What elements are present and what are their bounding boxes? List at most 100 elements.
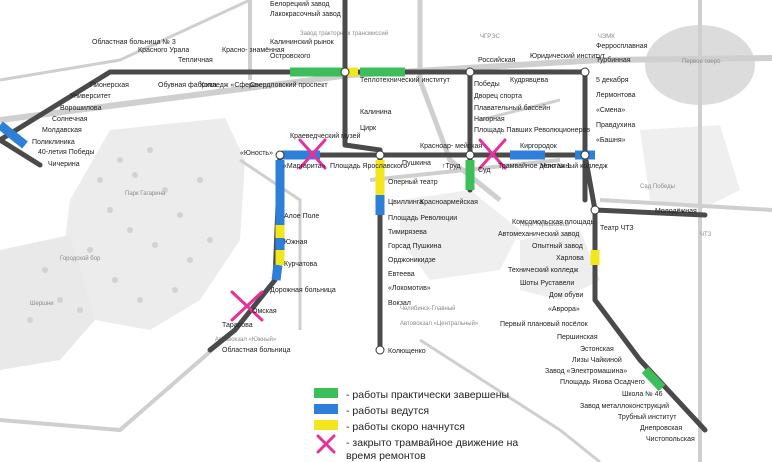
stop-ostrovskogo: Островского	[270, 53, 311, 60]
segment-in-progress	[0, 121, 28, 149]
label-vokzal-bus: Автовокзал «Центральный»	[400, 320, 479, 327]
stop-molodezhnaya: Молодёжная	[655, 208, 697, 215]
stop-elektromashina: Завод «Электромашина»	[545, 368, 627, 375]
stop-bashnya: «Башня»	[596, 137, 626, 144]
stop-ploshchad-yaroslavskogo: Площадь Ярославского	[330, 163, 407, 170]
stop-plavatelny: Плавательный бассейн	[474, 104, 550, 112]
stop-kirgorodok: Киргородок	[520, 143, 558, 150]
stop-krasnoznamennaya: Красно- знамённая	[222, 47, 285, 54]
stop-dvorets-sporta: Дворец спорта	[474, 93, 522, 100]
stop-voroshilova: Ворошилова	[60, 105, 102, 112]
stop-omskaya: Омская	[252, 308, 277, 315]
stop-tram-depo: Трамвайное депо № 1	[498, 162, 571, 170]
stop-lakokrasochny: Лакокрасочный завод	[270, 10, 341, 18]
stop-markers	[275, 67, 600, 355]
stop-evteeva: Евтеева	[388, 271, 415, 278]
stop-trubny: Трубный институт	[618, 413, 677, 421]
segment-in-progress	[271, 264, 283, 281]
stop-krasnoarmeyskaya-1: Красноар- мейская	[420, 142, 482, 150]
stop-opytny: Опытный завод	[532, 242, 583, 250]
closed-icon	[298, 138, 327, 170]
stop-lermontova: Лермонтова	[596, 92, 636, 99]
stop-dorozhnaya: Дорожная больница	[270, 286, 336, 294]
stop-teatr-chtz: Театр ЧТЗ	[600, 225, 634, 232]
stop-solnechnaya: Солнечная	[52, 116, 88, 123]
stop-tarasova: Тарасова	[222, 322, 253, 329]
stop-mariya: «Маргарита»	[283, 163, 326, 170]
stop-chicherina: Чичерина	[48, 161, 80, 168]
stop-pravdukhina: Правдухина	[596, 122, 635, 129]
stop-dneprovskaya: Днепровская	[640, 425, 682, 432]
park-gagarina-area	[60, 118, 245, 330]
label-chelyabinsk-glavny: Челябинск-Главный	[400, 305, 456, 312]
stop-belorechensky: Белорецкий завод	[270, 0, 330, 8]
stop-universitet: Университет	[70, 93, 112, 100]
stop-lizy-chaykinoy: Лизы Чайкиной	[572, 356, 622, 364]
stop-poliklinika: Поликлиника	[32, 139, 75, 146]
stop-ordzhonikidze: Орджоникидзе	[388, 257, 436, 264]
label-park-gagarina: Парк Гагарина	[125, 191, 166, 197]
closed-markers	[230, 138, 507, 322]
label-chtz: ЧТЗ	[700, 232, 712, 238]
stop-montazhny: Монтажный колледж	[540, 162, 608, 170]
stop-peronkovaya: Першинская	[557, 334, 598, 341]
legend-label-planned: - работы скоро начнутся	[346, 421, 465, 433]
stop-oblastnaya: Областная больница	[222, 346, 291, 354]
legend-label-done: - работы практически завершены	[346, 389, 509, 401]
stop-kolledzh-sfera: Колледж «Сфера»	[200, 82, 261, 89]
stop-lokomotiv: «Локомотив»	[388, 285, 431, 292]
closed-icon	[230, 290, 264, 322]
stop-gorsad: Горсад Пушкина	[388, 243, 442, 250]
stop-krasnoarmeyskaya-2: Красноармейская	[420, 198, 478, 206]
stop-sverdlovsky: Свердловский проспект	[250, 81, 328, 89]
stop-oblastnaya-3: Областная больница № 3	[92, 38, 176, 46]
stop-teplichnaya: Тепличная	[178, 57, 213, 64]
legend-label-closed-1: - закрыто трамвайное движение на	[346, 437, 518, 449]
tram-tracks	[0, 0, 708, 433]
status-segments	[0, 67, 666, 392]
label-sad-pobedy: Сад Победы	[640, 184, 675, 190]
stop-5-dekabrya: 5 декабря	[596, 76, 629, 84]
stop-cirk: Цирк	[360, 125, 377, 132]
closed-icon	[478, 138, 507, 170]
stop-trud: ↑Труд	[442, 163, 461, 170]
stop-tsvillinga: Цвиллинга	[388, 199, 423, 206]
stop-kalininsky-rynok: Калининский рынок	[270, 38, 335, 46]
stop-smena: «Смена»	[596, 107, 625, 114]
stop-kraevedchesky: Краеведческий музей	[290, 132, 361, 140]
stop-yunost: «Юность»	[240, 150, 273, 157]
label-shershni: Шершни	[30, 301, 54, 307]
stop-ploshchad-revolyutsii: Площадь Революции	[388, 215, 457, 222]
stop-krasnogo-urala: Красного Урала	[138, 47, 189, 54]
stop-avrora: «Аврора»	[548, 306, 580, 313]
segment-done	[641, 366, 666, 392]
stop-ploshchad-pavshikh: Площадь Павших Революционеров	[474, 127, 590, 134]
stop-kolyushchenko: Колющенко	[388, 348, 426, 355]
stop-ferrosplavnaya: Ферросплавная	[596, 43, 648, 50]
stop-kalinina: Калинина	[360, 109, 392, 116]
stop-dom-obuvi: Дом обуви	[549, 291, 583, 299]
stop-ploshchad-osadchego: Площадь Якова Осадчего	[560, 379, 645, 386]
stop-operny: Оперный театр	[388, 178, 438, 186]
stop-avtomekh: Автомеханический завод	[498, 230, 579, 238]
stop-shkola-46: Школа № 46	[622, 391, 663, 398]
legend-swatch-planned	[314, 420, 338, 430]
stop-turbinnaya: Турбинная	[596, 56, 631, 64]
stop-teplotekh: Теплотехнический институт	[360, 76, 451, 84]
legend-label-closed-2: время ремонтов	[346, 450, 426, 462]
stop-kudryavtseva: Кудрявцева	[510, 77, 548, 84]
stop-pobedy: Победы	[474, 80, 500, 88]
stop-40-pobedy: 40-летия Победы	[38, 148, 94, 156]
stop-obuvnaya: Обувная фабрика	[158, 81, 217, 89]
stop-zavod-metallokonstr: Завод металлоконструкций	[580, 402, 669, 410]
park-texture	[27, 147, 213, 323]
stop-tekhnichesky: Технический колледж	[508, 266, 579, 274]
label-park-tereshkovoy: Парк Терешковой	[520, 221, 569, 228]
legend-closed-icon	[316, 434, 336, 454]
label-chemk: ЧЭМК	[598, 34, 615, 40]
legend: - работы практически завершены - работы …	[314, 388, 518, 462]
stop-komsomolskaya: Комсомольская площадь	[512, 219, 594, 226]
label-chgres: ЧГРЭС	[480, 34, 501, 40]
